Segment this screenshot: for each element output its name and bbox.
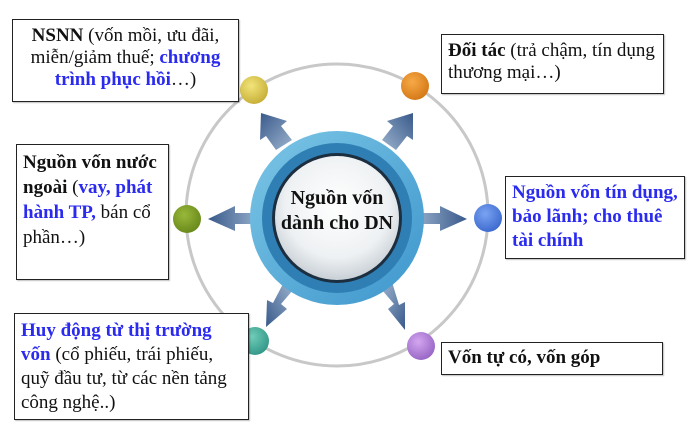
nsnn-text: (vốn mồi, ưu đãi, miễn/giảm thuế; [30, 25, 220, 68]
foreign-blue: vay, phát hành TP, [23, 177, 153, 223]
partner-bold: Đối tác [448, 40, 506, 61]
node-purple [407, 332, 435, 360]
arrow-down-right-icon [382, 282, 405, 330]
box-equity: Vốn tự có, vốn góp [441, 342, 663, 375]
node-yellow [240, 76, 268, 104]
market-blue: Huy động từ thị trường vốn [21, 320, 212, 365]
node-green [173, 205, 201, 233]
box-credit: Nguồn vốn tín dụng, bảo lãnh; cho thuê t… [505, 176, 685, 259]
box-foreign-capital: Nguồn vốn nước ngoài (vay, phát hành TP,… [16, 144, 169, 280]
market-text: (cổ phiếu, trái phiếu, quỹ đầu tư, từ cá… [21, 344, 227, 413]
partner-text: (trả chậm, tín dụng thương mại…) [448, 40, 655, 83]
center-label-line1: Nguồn vốn [290, 187, 384, 209]
arrow-right-icon [412, 206, 467, 231]
box-partner: Đối tác (trả chậm, tín dụng thương mại…) [441, 34, 664, 94]
box-nsnn: NSNN (vốn mồi, ưu đãi, miễn/giảm thuế; c… [12, 19, 239, 102]
center-label: Nguồn vốn dành cho DN [267, 186, 407, 236]
foreign-text-end: bán cổ phần…) [23, 202, 151, 248]
node-orange [401, 72, 429, 100]
central-hub [250, 131, 424, 305]
equity-bold: Vốn tự có, vốn góp [448, 347, 601, 368]
node-blue [474, 204, 502, 232]
credit-blue: Nguồn vốn tín dụng, bảo lãnh; cho thuê t… [512, 182, 678, 251]
nsnn-text-end: …) [170, 69, 197, 90]
nsnn-bold: NSNN [31, 25, 84, 46]
foreign-bold: Nguồn vốn nước ngoài [23, 152, 157, 198]
box-capital-market: Huy động từ thị trường vốn (cổ phiếu, tr… [14, 313, 249, 420]
arrow-left-icon [208, 206, 262, 231]
nsnn-blue: chương trình phục hồi [54, 47, 221, 90]
foreign-text: ( [67, 177, 79, 198]
arrow-up-left-icon [260, 113, 292, 150]
arrow-up-right-icon [382, 113, 413, 150]
arrow-down-left-icon [266, 282, 293, 327]
center-label-line2: dành cho DN [280, 212, 394, 234]
